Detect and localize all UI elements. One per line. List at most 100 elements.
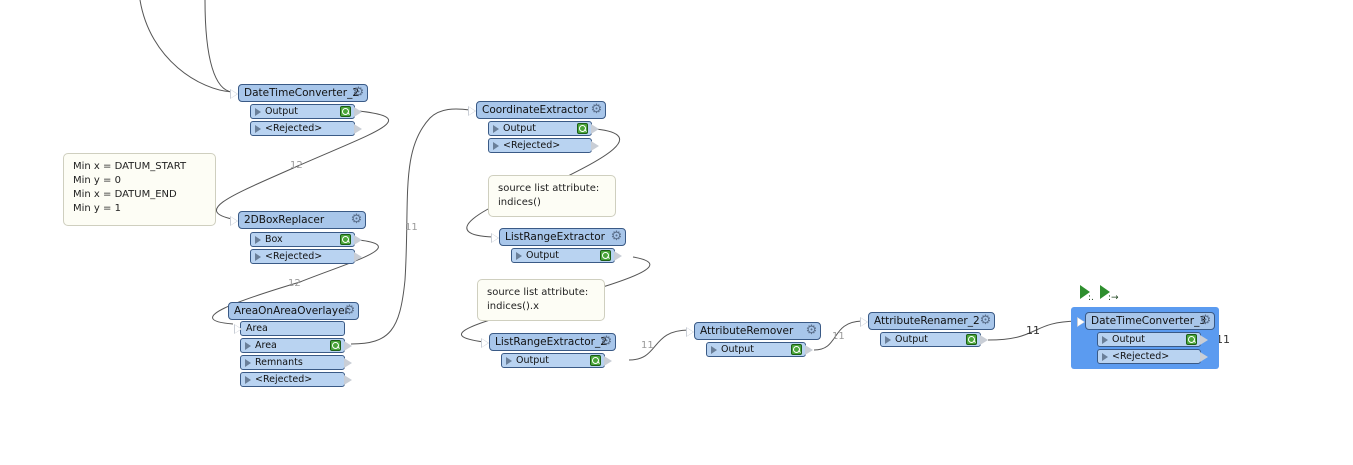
inspect-icon[interactable]: [966, 334, 977, 345]
output-arrow[interactable]: [1200, 352, 1208, 362]
expand-icon[interactable]: [245, 359, 251, 367]
output-port[interactable]: Output: [1097, 332, 1208, 347]
transformer-header[interactable]: CoordinateExtractor ⚙: [468, 101, 606, 119]
expand-icon[interactable]: [506, 357, 512, 365]
input-port[interactable]: Area: [234, 321, 345, 336]
output-port[interactable]: Output: [488, 121, 599, 136]
transformer-header[interactable]: DateTimeConverter_2 ⚙: [230, 84, 368, 102]
gear-icon[interactable]: ⚙: [352, 85, 365, 100]
port-label: Output: [1112, 334, 1145, 345]
expand-icon[interactable]: [516, 252, 522, 260]
port-label: Remnants: [255, 357, 303, 368]
output-port[interactable]: Output: [706, 342, 813, 357]
transformer-header[interactable]: DateTimeConverter_3 ⚙: [1077, 312, 1215, 330]
output-arrow[interactable]: [344, 358, 352, 368]
note-line: indices(): [498, 197, 541, 208]
gear-icon[interactable]: ⚙: [600, 334, 613, 349]
transformer-header[interactable]: AreaOnAreaOverlayer ⚙: [228, 302, 359, 320]
input-port-arrow[interactable]: [481, 338, 489, 348]
output-port[interactable]: Output: [880, 332, 988, 347]
inspect-icon[interactable]: [1186, 334, 1197, 345]
annotation-note[interactable]: Min x = DATUM_START Min y = 0 Min x = DA…: [63, 153, 216, 226]
output-arrow[interactable]: [604, 356, 612, 366]
output-arrow[interactable]: [614, 251, 622, 261]
output-port[interactable]: Remnants: [240, 355, 352, 370]
port-label: <Rejected>: [1112, 351, 1170, 362]
inspect-icon[interactable]: [340, 234, 351, 245]
expand-icon[interactable]: [255, 125, 261, 133]
transformer-header[interactable]: ListRangeExtractor ⚙: [491, 228, 626, 246]
output-port[interactable]: Box: [250, 232, 362, 247]
output-arrow[interactable]: [344, 375, 352, 385]
rejected-port[interactable]: <Rejected>: [488, 138, 599, 153]
output-port[interactable]: Output: [501, 353, 612, 368]
expand-icon[interactable]: [1102, 353, 1108, 361]
run-to-this-icon[interactable]: :.: [1078, 284, 1096, 303]
output-arrow[interactable]: [354, 252, 362, 262]
input-port-arrow[interactable]: [1077, 317, 1085, 327]
rejected-port[interactable]: <Rejected>: [240, 372, 352, 387]
transformer-header[interactable]: ListRangeExtractor_2 ⚙: [481, 333, 616, 351]
gear-icon[interactable]: ⚙: [610, 229, 623, 244]
transformer-header[interactable]: 2DBoxReplacer ⚙: [230, 211, 366, 229]
expand-icon[interactable]: [493, 125, 499, 133]
transformer-header[interactable]: AttributeRemover ⚙: [686, 322, 821, 340]
note-line: source list attribute:: [498, 183, 600, 194]
output-arrow[interactable]: [591, 124, 599, 134]
input-port-arrow[interactable]: [491, 233, 499, 243]
input-port-arrow[interactable]: [686, 327, 694, 337]
gear-icon[interactable]: ⚙: [979, 313, 992, 328]
rejected-port[interactable]: <Rejected>: [250, 121, 362, 136]
run-from-this-icon[interactable]: :→: [1098, 284, 1119, 303]
input-port-arrow[interactable]: [860, 317, 868, 327]
expand-icon[interactable]: [711, 346, 717, 354]
annotation-note[interactable]: source list attribute: indices().x: [477, 279, 605, 321]
expand-icon[interactable]: [245, 342, 251, 350]
expand-icon[interactable]: [255, 236, 261, 244]
inspect-icon[interactable]: [577, 123, 588, 134]
inspect-icon[interactable]: [340, 106, 351, 117]
output-port[interactable]: Output: [511, 248, 622, 263]
output-arrow[interactable]: [1200, 335, 1208, 345]
output-arrow[interactable]: [980, 335, 988, 345]
expand-icon[interactable]: [1102, 336, 1108, 344]
output-arrow[interactable]: [344, 341, 352, 351]
note-line: source list attribute:: [487, 287, 589, 298]
input-port-arrow[interactable]: [234, 324, 242, 334]
annotation-note[interactable]: source list attribute: indices(): [488, 175, 616, 217]
expand-icon[interactable]: [885, 336, 891, 344]
gear-icon[interactable]: ⚙: [343, 303, 356, 318]
expand-icon[interactable]: [255, 108, 261, 116]
inspect-icon[interactable]: [590, 355, 601, 366]
gear-icon[interactable]: ⚙: [805, 323, 818, 338]
gear-icon[interactable]: ⚙: [1199, 313, 1212, 328]
output-arrow[interactable]: [354, 107, 362, 117]
input-port-arrow[interactable]: [230, 216, 238, 226]
port-label: Output: [895, 334, 928, 345]
port-label: Output: [526, 250, 559, 261]
note-line: Min x = DATUM_END: [73, 189, 177, 200]
gear-icon[interactable]: ⚙: [350, 212, 363, 227]
inspect-icon[interactable]: [330, 340, 341, 351]
transformer-title: AttributeRenamer_2: [874, 315, 980, 327]
inspect-icon[interactable]: [600, 250, 611, 261]
output-port[interactable]: Area: [240, 338, 352, 353]
gear-icon[interactable]: ⚙: [590, 102, 603, 117]
transformer-header[interactable]: AttributeRenamer_2 ⚙: [860, 312, 995, 330]
output-arrow[interactable]: [354, 124, 362, 134]
input-port-arrow[interactable]: [230, 89, 238, 99]
port-label: Output: [503, 123, 536, 134]
output-arrow[interactable]: [591, 141, 599, 151]
inspect-icon[interactable]: [791, 344, 802, 355]
expand-icon[interactable]: [255, 253, 261, 261]
expand-icon[interactable]: [493, 142, 499, 150]
transformer-title: ListRangeExtractor: [505, 231, 605, 243]
output-arrow[interactable]: [354, 235, 362, 245]
note-line: indices().x: [487, 301, 540, 312]
output-port[interactable]: Output: [250, 104, 362, 119]
expand-icon[interactable]: [245, 376, 251, 384]
output-arrow[interactable]: [805, 345, 813, 355]
input-port-arrow[interactable]: [468, 106, 476, 116]
rejected-port[interactable]: <Rejected>: [250, 249, 362, 264]
rejected-port[interactable]: <Rejected>: [1097, 349, 1208, 364]
